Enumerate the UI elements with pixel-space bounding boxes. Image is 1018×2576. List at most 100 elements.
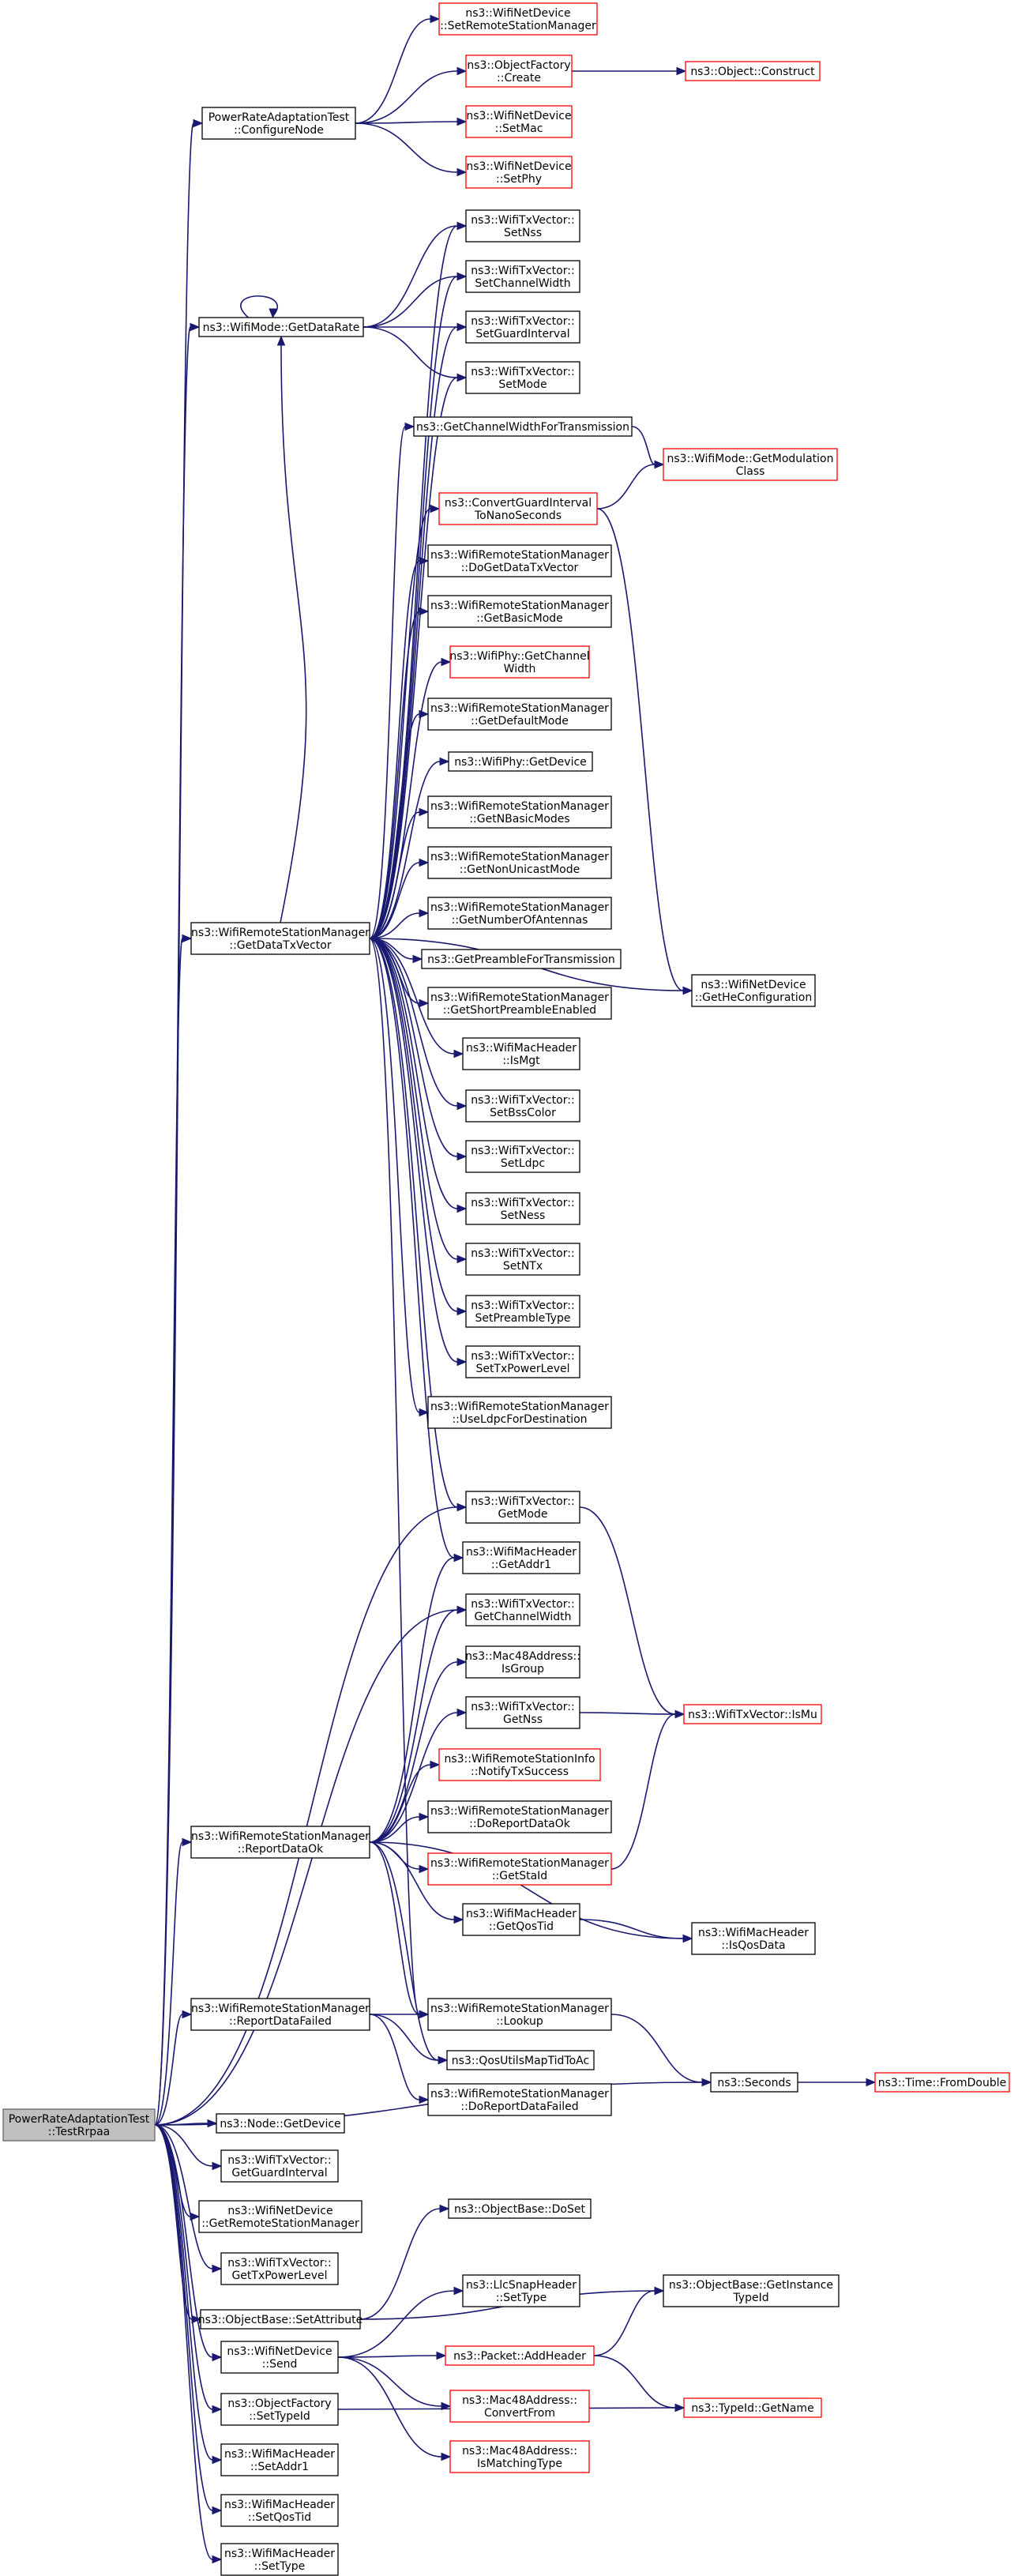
node-get-channel-width-phy[interactable]: ns3::WifiPhy::GetChannelWidth bbox=[449, 645, 590, 679]
node-get-data-rate[interactable]: ns3::WifiMode::GetDataRate bbox=[198, 317, 364, 337]
node-get-guard-interval[interactable]: ns3::WifiTxVector::GetGuardInterval bbox=[220, 2149, 339, 2183]
node-set-phy[interactable]: ns3::WifiNetDevice::SetPhy bbox=[465, 156, 573, 189]
node-do-get-data-tx-vector[interactable]: ns3::WifiRemoteStationManager::DoGetData… bbox=[427, 544, 612, 577]
edge-line bbox=[369, 611, 420, 939]
node-is-mu[interactable]: ns3::WifiTxVector::IsMu bbox=[683, 1704, 822, 1724]
edge-arrowhead bbox=[182, 2010, 193, 2019]
node-node-get-device[interactable]: ns3::Node::GetDevice bbox=[216, 2113, 345, 2134]
node-set-bss-color[interactable]: ns3::WifiTxVector::SetBssColor bbox=[465, 1089, 580, 1123]
edge-arrowhead bbox=[419, 908, 430, 918]
node-get-data-tx-vector[interactable]: ns3::WifiRemoteStationManager::GetDataTx… bbox=[190, 922, 370, 955]
edge-add-header-to-get-instance-type-id bbox=[593, 2286, 665, 2356]
node-seconds[interactable]: ns3::Seconds bbox=[710, 2072, 798, 2093]
node-add-header[interactable]: ns3::Packet::AddHeader bbox=[445, 2345, 595, 2366]
node-get-basic-mode[interactable]: ns3::WifiRemoteStationManager::GetBasicM… bbox=[427, 595, 612, 628]
node-box bbox=[427, 544, 612, 577]
node-get-name[interactable]: ns3::TypeId::GetName bbox=[683, 2397, 822, 2418]
node-get-tx-power-level[interactable]: ns3::WifiTxVector::GetTxPowerLevel bbox=[220, 2252, 339, 2285]
node-set-mac[interactable]: ns3::WifiNetDevice::SetMac bbox=[465, 105, 573, 138]
edge-root-to-send bbox=[154, 2124, 223, 2362]
node-get-channel-width-tx[interactable]: ns3::WifiTxVector::GetChannelWidth bbox=[465, 1593, 580, 1626]
edge-line bbox=[337, 2290, 455, 2358]
node-report-data-ok[interactable]: ns3::WifiRemoteStationManager::ReportDat… bbox=[190, 1826, 370, 1859]
node-do-report-data-failed[interactable]: ns3::WifiRemoteStationManager::DoReportD… bbox=[427, 2083, 612, 2116]
node-object-factory-create[interactable]: ns3::ObjectFactory::Create bbox=[465, 55, 573, 88]
node-label: ::SetRemoteStationManager bbox=[440, 20, 596, 32]
node-set-ldpc[interactable]: ns3::WifiTxVector::SetLdpc bbox=[465, 1140, 580, 1173]
node-do-report-data-ok[interactable]: ns3::WifiRemoteStationManager::DoReportD… bbox=[427, 1800, 612, 1833]
node-get-remote-station-manager[interactable]: ns3::WifiNetDevice::GetRemoteStationMana… bbox=[198, 2200, 362, 2233]
node-set-attribute[interactable]: ns3::ObjectBase::SetAttribute bbox=[198, 2309, 362, 2330]
node-set-nss[interactable]: ns3::WifiTxVector::SetNss bbox=[465, 209, 580, 243]
node-box bbox=[427, 1852, 612, 1886]
edge-get-data-tx-vector-to-set-guard-interval bbox=[369, 322, 468, 939]
node-get-nss[interactable]: ns3::WifiTxVector::GetNss bbox=[465, 1696, 580, 1729]
edge-arrowhead bbox=[207, 2119, 218, 2128]
node-convert-from[interactable]: ns3::Mac48Address::ConvertFrom bbox=[449, 2390, 590, 2423]
node-set-addr1[interactable]: ns3::WifiMacHeader::SetAddr1 bbox=[220, 2443, 339, 2476]
node-llc-set-type[interactable]: ns3::LlcSnapHeader::SetType bbox=[462, 2274, 580, 2307]
node-root[interactable]: PowerRateAdaptationTest::TestRrpaa bbox=[2, 2108, 156, 2142]
node-set-preamble-type[interactable]: ns3::WifiTxVector::SetPreambleType bbox=[465, 1295, 580, 1328]
node-get-non-unicast-mode[interactable]: ns3::WifiRemoteStationManager::GetNonUni… bbox=[427, 846, 612, 879]
node-set-ntx[interactable]: ns3::WifiTxVector::SetNTx bbox=[465, 1243, 580, 1276]
node-configure-node[interactable]: PowerRateAdaptationTest::ConfigureNode bbox=[201, 107, 356, 140]
node-label: ns3::Mac48Address:: bbox=[462, 2445, 577, 2458]
node-get-preamble-for-tx[interactable]: ns3::GetPreambleForTransmission bbox=[421, 949, 622, 969]
node-get-default-mode[interactable]: ns3::WifiRemoteStationManager::GetDefaul… bbox=[427, 698, 612, 731]
node-lookup[interactable]: ns3::WifiRemoteStationManager::Lookup bbox=[427, 1998, 612, 2031]
node-notify-tx-success[interactable]: ns3::WifiRemoteStationInfo::NotifyTxSucc… bbox=[438, 1748, 601, 1781]
node-get-sta-id[interactable]: ns3::WifiRemoteStationManager::GetStaId bbox=[427, 1852, 612, 1886]
node-from-double[interactable]: ns3::Time::FromDouble bbox=[874, 2072, 1010, 2093]
node-get-device[interactable]: ns3::WifiPhy::GetDevice bbox=[448, 751, 593, 772]
node-get-short-preamble-enabled[interactable]: ns3::WifiRemoteStationManager::GetShortP… bbox=[427, 987, 612, 1020]
node-mac-set-type[interactable]: ns3::WifiMacHeader::SetType bbox=[220, 2543, 339, 2576]
edge-line bbox=[154, 1841, 183, 2126]
node-object-construct[interactable]: ns3::Object::Construct bbox=[685, 61, 821, 81]
node-get-number-of-antennas[interactable]: ns3::WifiRemoteStationManager::GetNumber… bbox=[427, 897, 612, 930]
edge-line bbox=[579, 1712, 676, 1715]
node-label: SetNTx bbox=[503, 1260, 543, 1273]
node-use-ldpc-for-destination[interactable]: ns3::WifiRemoteStationManager::UseLdpcFo… bbox=[427, 1396, 612, 1429]
node-send[interactable]: ns3::WifiNetDevice::Send bbox=[220, 2341, 339, 2374]
node-set-qos-tid[interactable]: ns3::WifiMacHeader::SetQosTid bbox=[220, 2494, 339, 2527]
node-label: ns3::WifiTxVector:: bbox=[471, 1598, 574, 1611]
node-set-guard-interval[interactable]: ns3::WifiTxVector::SetGuardInterval bbox=[465, 310, 580, 344]
edge-line bbox=[355, 122, 458, 173]
node-set-type-id[interactable]: ns3::ObjectFactory::SetTypeId bbox=[220, 2393, 339, 2426]
edge-arrowhead bbox=[430, 504, 441, 513]
edge-line bbox=[337, 2356, 442, 2407]
node-label: ::NotifyTxSuccess bbox=[471, 1766, 569, 1778]
node-label: ::GetNonUnicastMode bbox=[460, 863, 580, 876]
node-is-matching-type[interactable]: ns3::Mac48Address::IsMatchingType bbox=[449, 2440, 590, 2473]
edge-line bbox=[369, 938, 420, 2015]
node-qos-utils-map-tid-to-ac[interactable]: ns3::QosUtilsMapTidToAc bbox=[446, 2050, 595, 2070]
node-do-set[interactable]: ns3::ObjectBase::DoSet bbox=[448, 2198, 592, 2219]
node-get-he-configuration[interactable]: ns3::WifiNetDevice::GetHeConfiguration bbox=[691, 974, 816, 1007]
node-report-data-failed[interactable]: ns3::WifiRemoteStationManager::ReportDat… bbox=[190, 1998, 370, 2031]
node-box bbox=[663, 2274, 840, 2307]
node-is-mgt[interactable]: ns3::WifiMacHeader::IsMgt bbox=[462, 1037, 580, 1070]
node-label: SetChannelWidth bbox=[475, 277, 570, 290]
node-set-ness[interactable]: ns3::WifiTxVector::SetNess bbox=[465, 1192, 580, 1225]
node-set-mode[interactable]: ns3::WifiTxVector::SetMode bbox=[465, 361, 580, 394]
node-box bbox=[449, 2390, 590, 2423]
node-get-addr1[interactable]: ns3::WifiMacHeader::GetAddr1 bbox=[462, 1541, 580, 1574]
node-get-qos-tid[interactable]: ns3::WifiMacHeader::GetQosTid bbox=[462, 1903, 580, 1936]
edge-get-mode-to-is-mu bbox=[579, 1506, 686, 1719]
node-set-tx-power-level[interactable]: ns3::WifiTxVector::SetTxPowerLevel bbox=[465, 1345, 580, 1378]
node-is-group[interactable]: ns3::Mac48Address::IsGroup bbox=[465, 1645, 580, 1679]
node-label: ::SetAddr1 bbox=[250, 2461, 309, 2473]
node-get-mode[interactable]: ns3::WifiTxVector::GetMode bbox=[465, 1491, 580, 1524]
node-set-channel-width[interactable]: ns3::WifiTxVector::SetChannelWidth bbox=[465, 260, 580, 293]
node-set-remote-station-manager[interactable]: ns3::WifiNetDevice::SetRemoteStationMana… bbox=[438, 2, 598, 36]
node-label: ns3::Mac48Address:: bbox=[465, 1650, 580, 1663]
node-get-nbasic-modes[interactable]: ns3::WifiRemoteStationManager::GetNBasic… bbox=[427, 795, 612, 829]
node-label: ns3::WifiTxVector:: bbox=[471, 315, 574, 328]
node-get-channel-width-for-tx[interactable]: ns3::GetChannelWidthForTransmission bbox=[413, 416, 633, 437]
node-is-qos-data[interactable]: ns3::WifiMacHeader::IsQosData bbox=[691, 1922, 816, 1955]
edge-arrowhead bbox=[419, 556, 430, 566]
